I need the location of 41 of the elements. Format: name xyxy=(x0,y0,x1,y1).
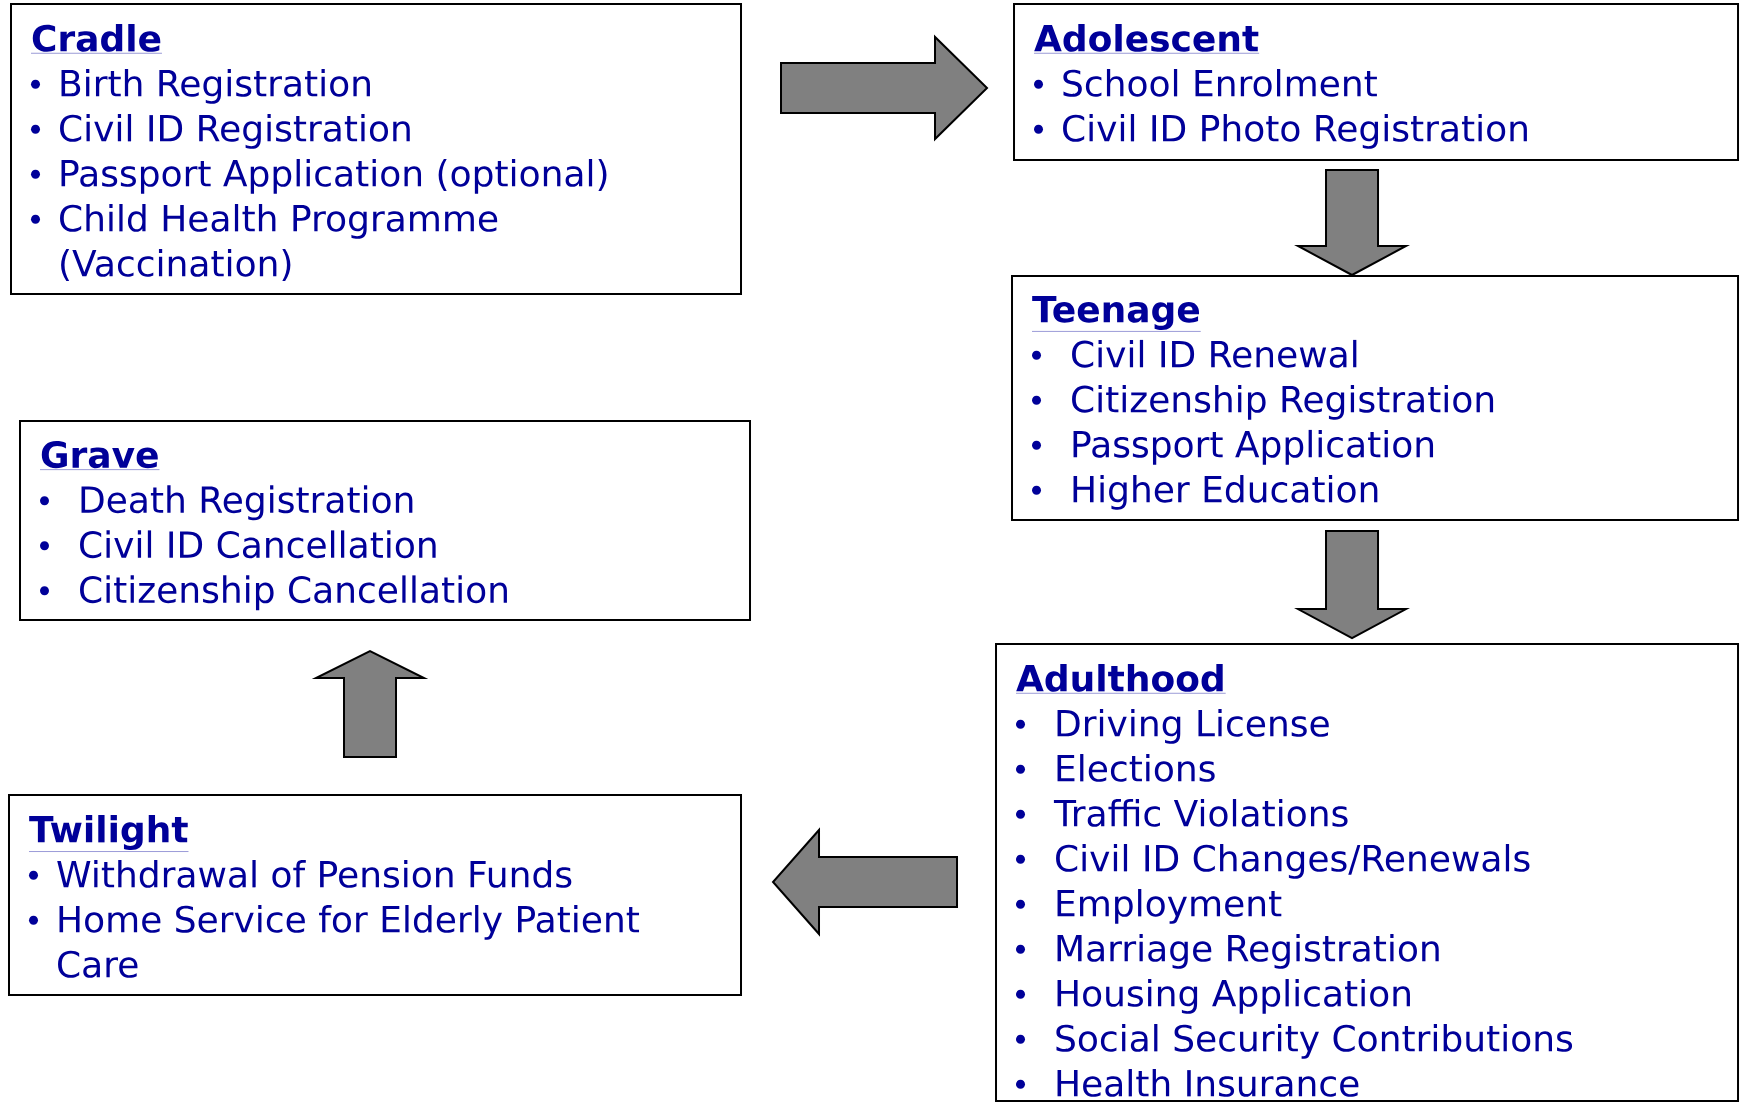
block-arrow xyxy=(780,34,989,142)
heading: Adulthood xyxy=(1015,664,1226,694)
heading: Teenage xyxy=(1031,296,1201,332)
list-item: Withdrawal of Pension Funds xyxy=(57,860,572,888)
list-item: Civil ID Changes/Renewals xyxy=(1056,844,1530,879)
stage-box xyxy=(1011,275,1739,521)
list-item: Civil ID Renewal xyxy=(1072,339,1357,368)
list-item: Civil ID Registration xyxy=(60,114,410,149)
list-item: Employment xyxy=(1057,889,1282,924)
list-item: Child Health Programme (Vaccination) xyxy=(60,204,498,282)
block-arrow xyxy=(1294,169,1410,277)
heading: Adolescent xyxy=(1033,24,1260,54)
list-item: Elections xyxy=(1057,754,1215,782)
list-item: Passport Application xyxy=(1073,429,1434,465)
block-arrow xyxy=(1294,530,1410,640)
list-item: Passport Application (optional) xyxy=(61,159,607,194)
list-item: Civil ID Cancellation xyxy=(80,530,436,559)
list-item: Death Registration xyxy=(81,485,413,521)
list-item: Traffic Violations xyxy=(1053,799,1348,827)
list-item: Citizenship Registration xyxy=(1072,384,1494,420)
stage-box xyxy=(995,643,1739,1102)
list-item: Driving License xyxy=(1057,709,1329,744)
list-item: Citizenship Cancellation xyxy=(80,575,507,611)
list-item: Civil ID Photo Registration xyxy=(1063,114,1527,149)
stage-box xyxy=(19,420,751,621)
list-item: Home Service for Elderly Patient Care xyxy=(58,905,639,978)
block-arrow xyxy=(311,649,429,758)
list-item: Marriage Registration xyxy=(1057,934,1439,969)
list-item: Housing Application xyxy=(1057,979,1410,1014)
stage-box xyxy=(10,3,742,295)
list-item: School Enrolment xyxy=(1063,69,1377,97)
block-arrow xyxy=(771,827,958,937)
list-item: Higher Education xyxy=(1073,474,1378,510)
list-item: Social Security Contributions xyxy=(1056,1024,1573,1059)
stage-box xyxy=(8,794,742,996)
heading: Twilight xyxy=(28,815,189,852)
heading: Grave xyxy=(39,441,160,470)
stage-box xyxy=(1013,3,1739,161)
list-item: Health Insurance xyxy=(1057,1069,1359,1097)
heading: Cradle xyxy=(30,24,163,54)
list-item: Birth Registration xyxy=(61,69,370,104)
